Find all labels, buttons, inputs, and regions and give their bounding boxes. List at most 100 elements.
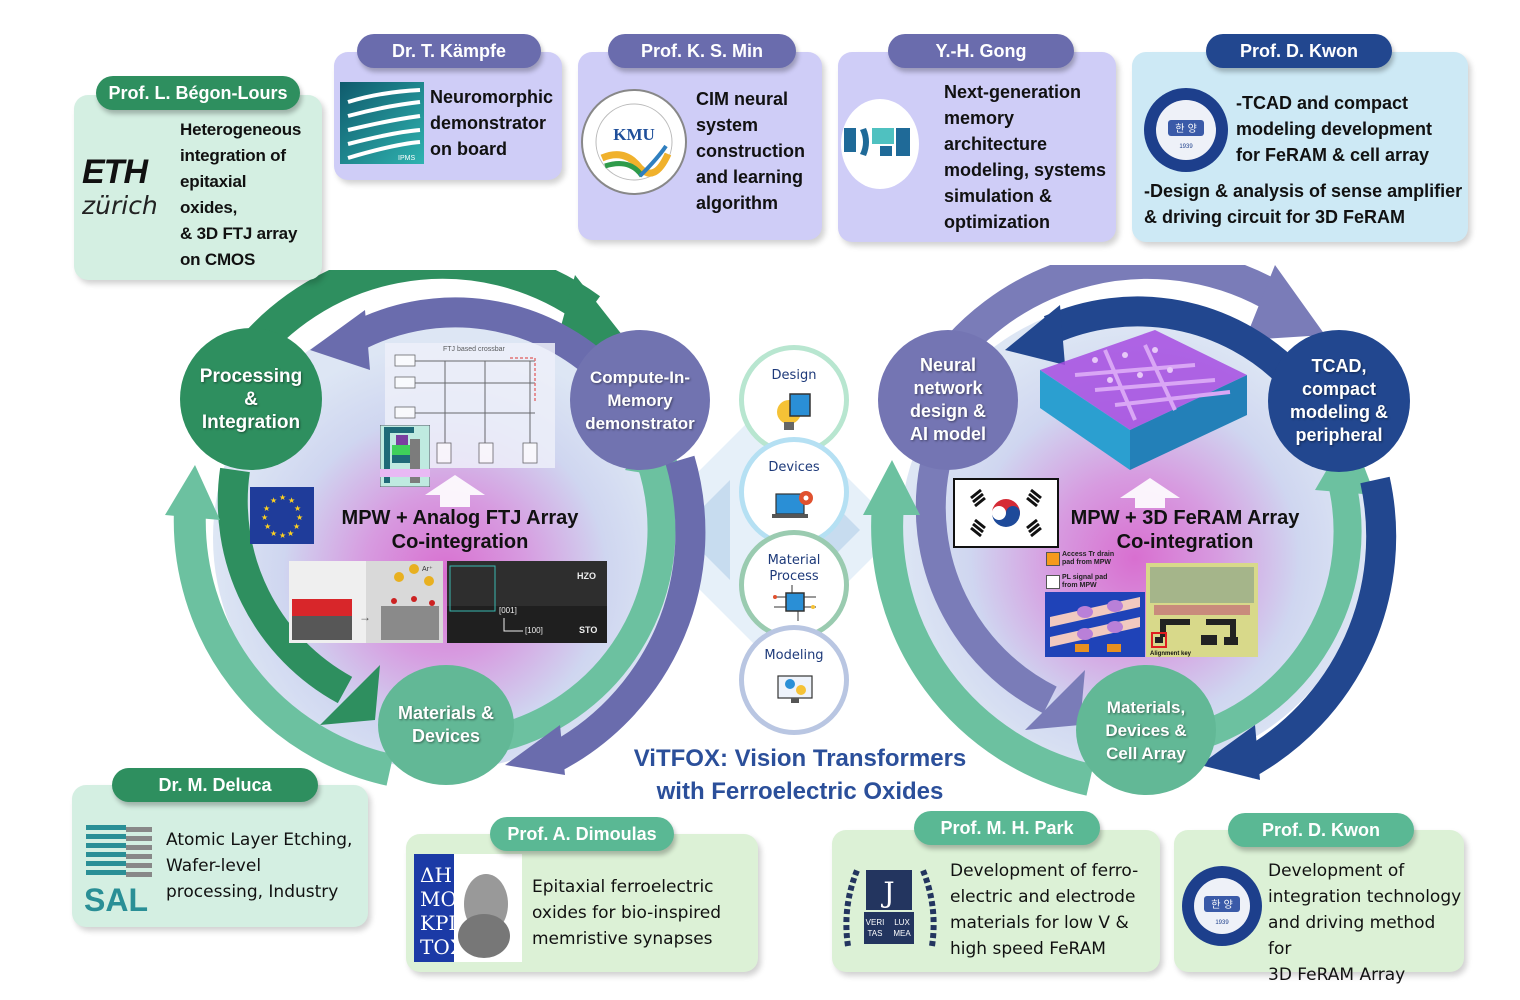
demokritos-logo: ΔΗ ΜΟ ΚΡΙ ΤΟΣ xyxy=(414,854,522,962)
arrow-tcad-to-neural xyxy=(1043,296,1301,386)
pad-structure-figure xyxy=(1045,592,1145,657)
svg-text:ΚΡΙ: ΚΡΙ xyxy=(420,911,456,935)
chip-layout-photo: Alignment key xyxy=(1146,563,1258,657)
svg-text:★: ★ xyxy=(287,529,294,538)
legend-swatch-orange xyxy=(1046,552,1060,566)
partner-name-gong: Y.-H. Gong xyxy=(888,34,1074,68)
partner-name-begon-lours: Prof. L. Bégon-Lours xyxy=(96,76,300,110)
svg-text:[001]: [001] xyxy=(499,606,517,615)
partner-name-min: Prof. K. S. Min xyxy=(608,34,796,68)
svg-text:Ar⁺: Ar⁺ xyxy=(422,566,433,573)
partner-name-kwon-bottom: Prof. D. Kwon xyxy=(1228,813,1414,847)
left-cycle-glow xyxy=(213,306,677,770)
arrow-materials-to-processing xyxy=(173,509,394,786)
left-center-title: MPW + Analog FTJ Array Co-integration xyxy=(341,507,579,553)
svg-text:MEA: MEA xyxy=(893,929,911,938)
right-center-title: MPW + 3D FeRAM Array Co-integration xyxy=(1070,507,1300,553)
arrowhead xyxy=(505,725,565,775)
svg-text:VERI: VERI xyxy=(866,918,885,927)
3d-feram-array-figure xyxy=(1040,330,1247,470)
atomic-layer-etching-figure: → Ar⁺ xyxy=(289,561,443,643)
svg-text:★: ★ xyxy=(261,513,268,522)
svg-text:★: ★ xyxy=(264,522,271,531)
partner-description: Development of ferro-electric and electr… xyxy=(950,861,1139,959)
svg-text:1939: 1939 xyxy=(1179,144,1193,150)
partner-name-kwon-top: Prof. D. Kwon xyxy=(1206,34,1392,68)
soongsil-university-logo xyxy=(841,99,919,189)
seoul-national-university-emblem: J VERI LUX TAS MEA xyxy=(843,866,937,947)
arrow-tcad-to-materials xyxy=(1237,476,1397,779)
arrowhead xyxy=(1200,725,1260,780)
arrowhead xyxy=(310,310,370,370)
node-materials-devices-cell-array: Materials,Devices &Cell Array xyxy=(1076,665,1216,795)
hanyang-university-seal: 한 양 1939 xyxy=(1144,88,1228,172)
node-processing-integration: Processing&Integration xyxy=(180,328,322,470)
partner-name-deluca: Dr. M. Deluca xyxy=(112,768,318,802)
svg-text:★: ★ xyxy=(294,504,301,513)
tem-image-hzo-sto: HZO STO [001] [100] xyxy=(447,561,607,643)
partner-name-dimoulas: Prof. A. Dimoulas xyxy=(490,817,674,851)
circuit-chip-icon xyxy=(773,585,816,621)
svg-text:★: ★ xyxy=(270,529,277,538)
svg-text:STO: STO xyxy=(579,625,597,635)
svg-text:KMU: KMU xyxy=(613,125,655,144)
svg-text:한 양: 한 양 xyxy=(1211,899,1233,911)
svg-text:LUX: LUX xyxy=(894,918,910,927)
node-materials-devices: Materials &Devices xyxy=(378,665,514,785)
lightbulb-chip-icon xyxy=(777,393,811,430)
laptop-gear-icon xyxy=(772,491,813,518)
sal-logo: SAL xyxy=(84,825,152,915)
arrowhead xyxy=(165,465,220,520)
ftj-crossbar-figure: FTJ based crossbar xyxy=(385,343,555,468)
arrowhead xyxy=(555,275,630,348)
partner-name-park: Prof. M. H. Park xyxy=(914,811,1100,845)
arrowhead xyxy=(1005,305,1065,365)
arrow-cim-to-processing xyxy=(342,297,621,389)
svg-text:1939: 1939 xyxy=(1215,920,1229,926)
arrow-neural-to-materials xyxy=(915,462,1057,714)
fraunhofer-ipms-logo: IPMS xyxy=(340,82,424,164)
up-arrow-left xyxy=(425,475,485,507)
center-item-modeling: Modeling xyxy=(739,625,849,735)
svg-text:★: ★ xyxy=(288,496,295,505)
arrow-materials-to-cim xyxy=(487,455,676,754)
arrowhead xyxy=(863,460,920,515)
svg-text:[100]: [100] xyxy=(525,626,543,635)
svg-text:★: ★ xyxy=(279,531,286,540)
svg-text:★: ★ xyxy=(270,496,277,505)
svg-text:J: J xyxy=(880,876,894,909)
svg-text:ΜΟ: ΜΟ xyxy=(420,887,457,911)
svg-text:한 양: 한 양 xyxy=(1175,123,1197,135)
arrow-processing-to-materials xyxy=(217,467,353,704)
legend-swatch-white xyxy=(1046,575,1060,589)
eu-flag-icon: ★★★★ ★★★★ ★★★★ xyxy=(250,487,314,544)
svg-text:TAS: TAS xyxy=(868,929,883,938)
svg-text:ΔΗ: ΔΗ xyxy=(420,863,452,887)
eth-zurich-logo: ETH zürich xyxy=(82,153,158,220)
svg-text:★: ★ xyxy=(296,513,303,522)
kookmin-university-seal: KMU xyxy=(581,89,687,195)
hanyang-university-seal: 한 양 1939 xyxy=(1182,866,1262,946)
svg-text:★: ★ xyxy=(293,522,300,531)
svg-text:IPMS: IPMS xyxy=(398,155,415,162)
svg-text:★: ★ xyxy=(279,493,286,502)
arrow-materials-to-neural xyxy=(871,503,1094,796)
project-title: ViTFOX: Vision Transformers with Ferroel… xyxy=(633,745,967,805)
